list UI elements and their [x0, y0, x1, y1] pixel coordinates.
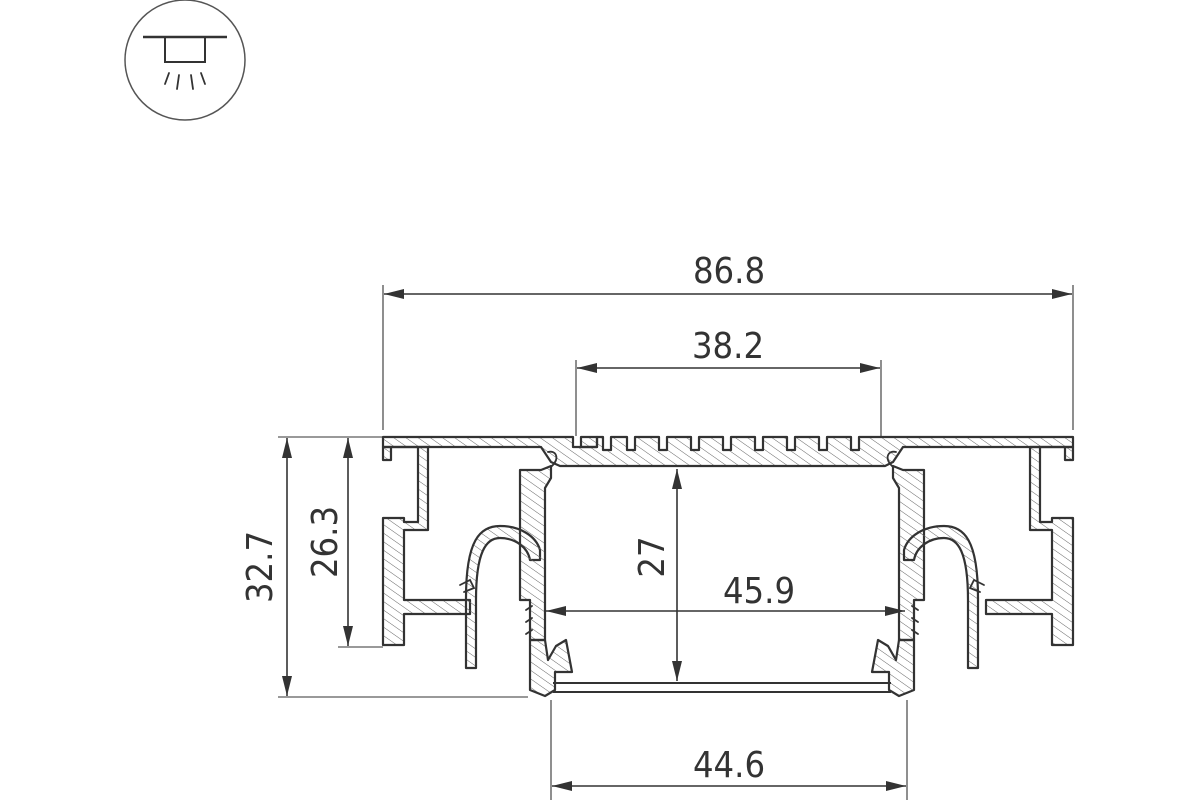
left-outer-wall [381, 445, 472, 647]
left-channel-wall [518, 464, 553, 642]
label-inner-height: 27 [632, 536, 673, 577]
top-plate [381, 435, 1075, 468]
right-foot [870, 638, 916, 698]
recessed-ceiling-mount-icon [124, 0, 246, 121]
label-overall-height: 32.7 [240, 531, 281, 603]
extension-lines [278, 285, 1074, 800]
label-top-opening: 38.2 [692, 326, 764, 367]
dimension-lines [282, 289, 1072, 791]
label-overall-width: 86.8 [693, 251, 765, 292]
label-bottom-width: 44.6 [693, 745, 765, 786]
right-outer-wall [984, 445, 1075, 647]
profile-cross-section [381, 435, 1075, 698]
right-hook [902, 524, 980, 670]
label-inner-width: 45.9 [723, 571, 795, 612]
left-foot [528, 638, 574, 698]
dimension-labels: 86.8 38.2 32.7 26.3 27 45.9 44.6 [240, 251, 795, 786]
label-flange-height: 26.3 [305, 506, 346, 578]
